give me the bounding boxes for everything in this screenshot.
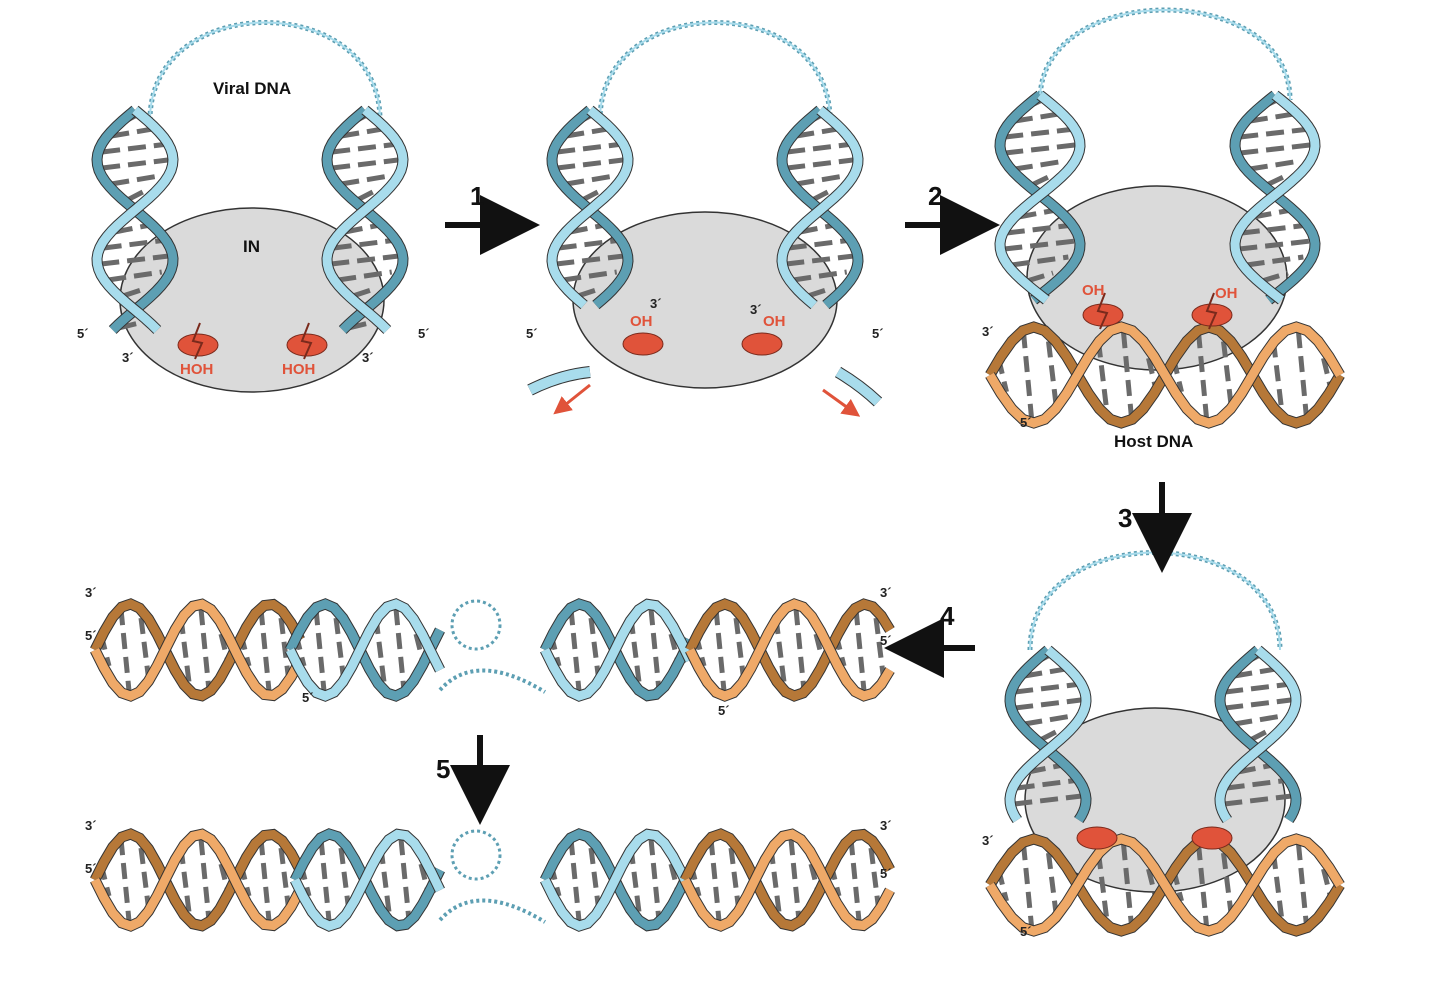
- base-pairs: [693, 608, 887, 692]
- end-label: 5´: [85, 861, 97, 876]
- step-arrow-1: 1: [445, 181, 540, 255]
- viral-dna-label: Viral DNA: [213, 79, 291, 98]
- base-pairs: [98, 838, 292, 922]
- hydroxyl-label-right: OH: [763, 313, 786, 330]
- step-number-3: 3: [1118, 503, 1132, 533]
- dna-helix: [285, 598, 445, 702]
- dna-helix: [985, 321, 1345, 429]
- step-number-4: 4: [940, 601, 955, 631]
- end-label: 5´: [880, 633, 892, 648]
- end-label: 3´: [982, 833, 994, 848]
- viral-dna-loop: [438, 829, 547, 924]
- active-site: [286, 322, 328, 360]
- viral-dna-arm: [994, 90, 1086, 305]
- viral-dna-loop: [438, 599, 547, 694]
- base-pairs: [98, 608, 292, 692]
- end-label: 3´: [85, 818, 97, 833]
- viral-dna-loop: [1037, 7, 1293, 101]
- viral-dna-arm: [1229, 90, 1321, 305]
- step-arrow-4: 4: [884, 601, 975, 678]
- end-label: 3´: [982, 324, 994, 339]
- dna-helix: [985, 833, 1345, 937]
- panel-4: 3´ 5´: [982, 550, 1345, 939]
- end-label: 3´: [650, 296, 662, 311]
- water-label-left: HOH: [180, 361, 213, 378]
- active-site: [622, 332, 664, 356]
- hydroxyl-label-right: OH: [1215, 285, 1238, 302]
- end-label: 3´: [85, 585, 97, 600]
- integrase-label: IN: [243, 237, 260, 256]
- base-pairs: [688, 838, 882, 922]
- end-label: 3´: [880, 585, 892, 600]
- panel-1: Viral DNA IN HOH HOH 5´ 3´ 3´ 5´: [77, 20, 430, 393]
- end-label: 5´: [880, 866, 892, 881]
- step-arrow-5: 5: [436, 735, 510, 825]
- step-arrow-3: 3: [1118, 482, 1192, 573]
- step-number-2: 2: [928, 181, 942, 211]
- active-site: [741, 332, 783, 356]
- active-site: [1082, 292, 1124, 330]
- released-fragment-left: [527, 366, 591, 415]
- viral-dna-arm: [1004, 645, 1092, 823]
- active-site: [1191, 292, 1233, 330]
- viral-dna-arm: [91, 105, 179, 334]
- end-label: 5´: [1020, 924, 1032, 939]
- viral-dna-arm: [1214, 645, 1302, 823]
- active-site: [1076, 826, 1118, 850]
- hydroxyl-label-left: OH: [1082, 282, 1105, 299]
- base-pairs: [298, 838, 432, 922]
- viral-dna-arm: [321, 105, 409, 334]
- active-site: [177, 322, 219, 360]
- released-fragment-right: [822, 366, 883, 417]
- end-label: 5´: [718, 703, 730, 718]
- end-label: 3´: [750, 302, 762, 317]
- end-label: 5´: [418, 326, 430, 341]
- end-label: 5´: [302, 690, 314, 705]
- end-label: 5´: [1020, 415, 1032, 430]
- viral-dna-arm: [776, 105, 864, 310]
- step-number-1: 1: [470, 181, 484, 211]
- step-number-5: 5: [436, 754, 450, 784]
- dna-helix: [540, 828, 695, 932]
- dna-helix: [680, 828, 895, 932]
- hydroxyl-label-left: OH: [630, 313, 653, 330]
- dna-helix: [685, 598, 895, 702]
- panel-3: OH OH Host DNA 3´ 5´: [982, 7, 1345, 451]
- dna-helix: [540, 598, 695, 702]
- panel-5: 3´ 5´ 5´ 5´ 3´ 5´: [85, 585, 895, 718]
- end-label: 5´: [85, 628, 97, 643]
- active-site: [1191, 826, 1233, 850]
- water-label-right: HOH: [282, 361, 315, 378]
- dna-helix: [90, 598, 305, 702]
- end-label: 3´: [122, 350, 134, 365]
- viral-dna-loop: [147, 20, 383, 121]
- end-label: 3´: [362, 350, 374, 365]
- viral-dna-arm: [546, 105, 634, 310]
- end-label: 5´: [77, 326, 89, 341]
- viral-dna-loop: [1027, 550, 1283, 651]
- end-label: 5´: [526, 326, 538, 341]
- host-dna-label: Host DNA: [1114, 432, 1193, 451]
- dna-helix: [290, 828, 445, 932]
- dna-helix: [90, 828, 305, 932]
- viral-dna-loop: [597, 20, 833, 121]
- end-label: 5´: [872, 326, 884, 341]
- panel-6: 3´ 5´ 3´ 5´: [85, 818, 895, 932]
- step-arrow-2: 2: [905, 181, 1000, 255]
- end-label: 3´: [880, 818, 892, 833]
